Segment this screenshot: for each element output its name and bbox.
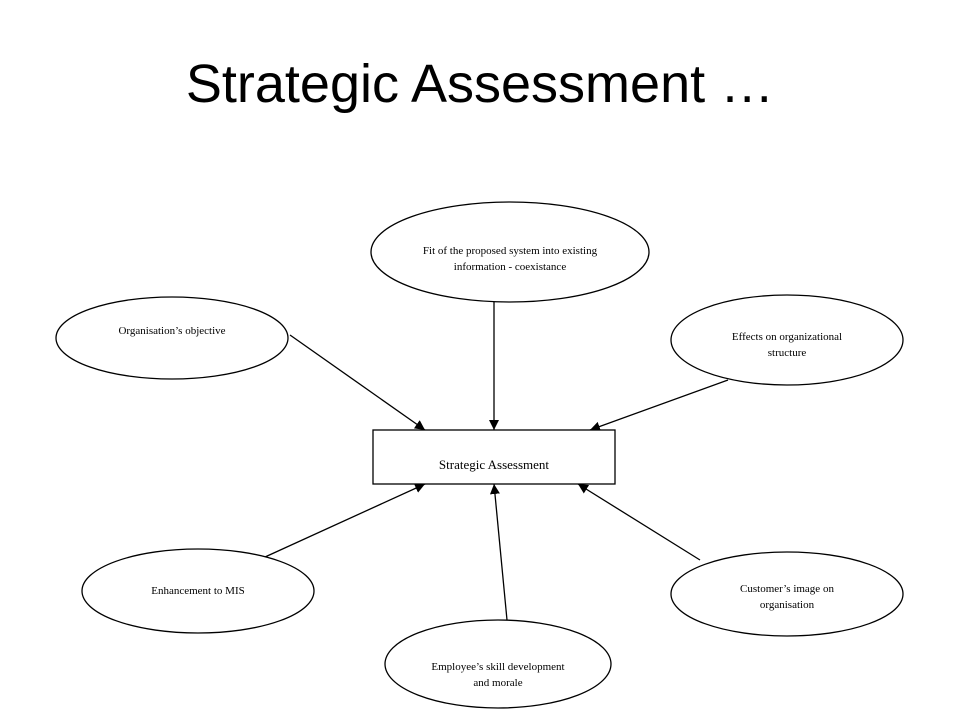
node-structure: Effects on organizational structure (670, 294, 904, 386)
node-objective-line-1: Organisation’s objective (118, 325, 225, 337)
node-fit-line-1: Fit of the proposed system into existing (423, 245, 598, 257)
node-objective: Organisation’s objective (55, 296, 289, 380)
node-mis-line-1: Enhancement to MIS (151, 585, 244, 597)
node-image: Customer’s image on organisation (670, 551, 904, 637)
arrow-objective-to-center (289, 334, 426, 431)
arrow-structure-to-center (589, 379, 729, 432)
node-skill-line-1: Employee’s skill development (431, 661, 564, 673)
center-box-label: Strategic Assessment (439, 457, 550, 472)
arrow-skill-to-center (489, 483, 508, 621)
node-skill: Employee’s skill development and morale (384, 619, 612, 709)
node-skill-line-2: and morale (473, 677, 522, 689)
arrow-image-to-center (577, 483, 701, 561)
node-fit: Fit of the proposed system into existing… (370, 201, 650, 303)
node-image-line-1: Customer’s image on (740, 583, 834, 595)
slide-title: Strategic Assessment … (185, 54, 775, 114)
node-structure-line-2: structure (768, 347, 807, 359)
node-image-line-2: organisation (760, 599, 815, 611)
node-mis: Enhancement to MIS (81, 548, 315, 634)
arrow-mis-to-center (264, 483, 426, 558)
node-structure-line-1: Effects on organizational (732, 331, 842, 343)
node-fit-line-2: information - coexistance (454, 261, 567, 273)
center-box: Strategic Assessment (372, 429, 616, 485)
